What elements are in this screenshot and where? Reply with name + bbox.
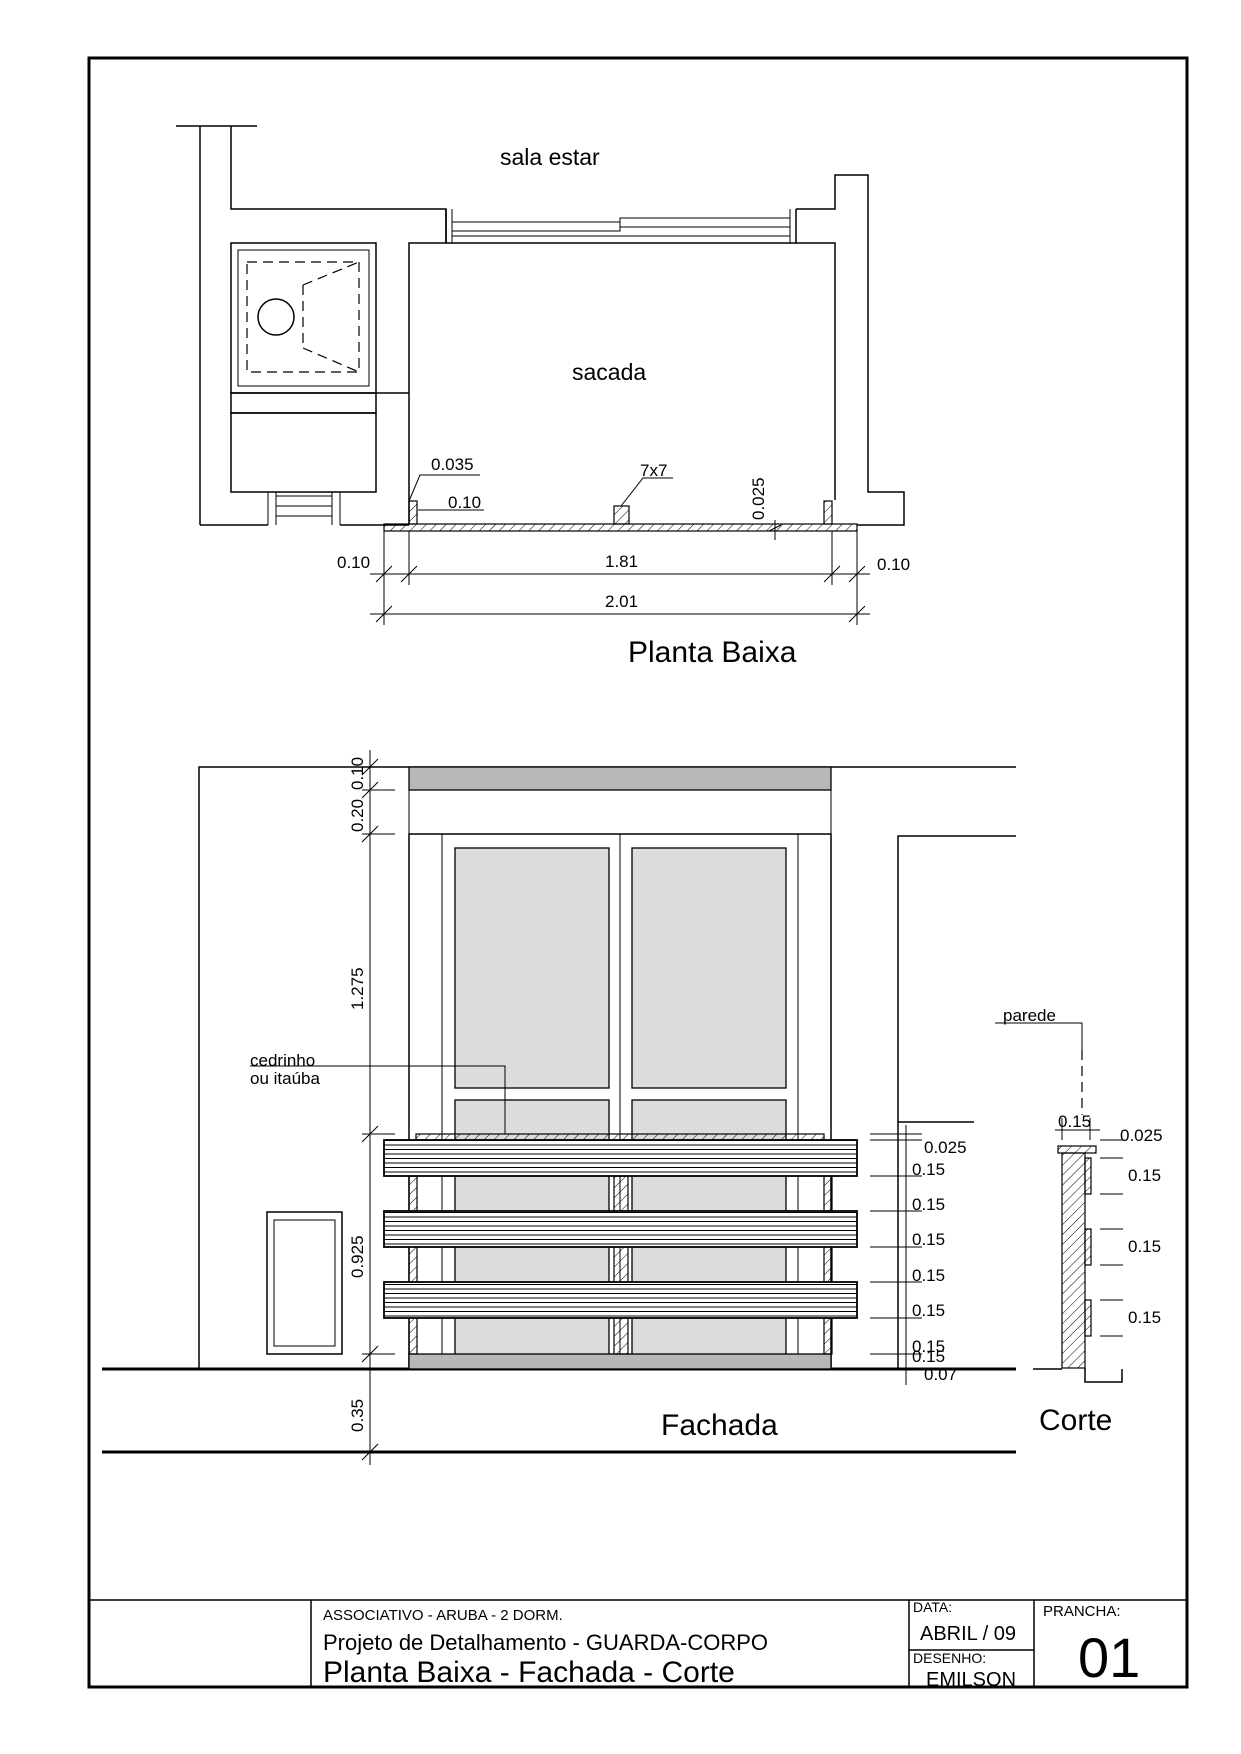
- room-label-sala-estar: sala estar: [500, 144, 600, 170]
- data-label: DATA:: [913, 1599, 952, 1615]
- dim-010-inner-label: 0.10: [448, 493, 481, 512]
- right-dim-9: 0.07: [924, 1365, 957, 1384]
- corte-dim-1: 0.15: [1128, 1166, 1161, 1185]
- railing-plank-1: [383, 1139, 858, 1177]
- wall-label: parede: [1003, 1006, 1056, 1025]
- drain-circle: [257, 298, 295, 336]
- prancha-number: 01: [1078, 1626, 1140, 1689]
- corte-view: parede 0.15 0.025 0.15 0.15 0.15 Corte: [995, 1006, 1163, 1437]
- post-left-plan: [408, 500, 418, 525]
- dim-201-label: 2.01: [605, 592, 638, 611]
- data-value: ABRIL / 09: [920, 1623, 1016, 1645]
- window-opening: [445, 209, 796, 244]
- project-line: ASSOCIATIVO - ARUBA - 2 DORM.: [323, 1607, 563, 1624]
- railing-post-left: [408, 1175, 418, 1355]
- prancha-label: PRANCHA:: [1043, 1603, 1121, 1620]
- corte-dim-015-top: 0.15: [1058, 1112, 1091, 1131]
- dim-035-fachada: 0.35: [348, 1399, 367, 1432]
- right-dim-6: 0.15: [912, 1301, 945, 1320]
- fachada-view: cedrinho ou itaúba 0.10 0.20 1.275 0.925…: [102, 750, 1016, 1465]
- desenho-value: EMILSON: [926, 1669, 1016, 1691]
- desenho-label: DESENHO:: [913, 1650, 986, 1666]
- right-dim-2: 0.15: [912, 1160, 945, 1179]
- dim-0025-label: 0.025: [749, 477, 768, 520]
- sill: [408, 1353, 832, 1370]
- right-dim-4: 0.15: [912, 1230, 945, 1249]
- laundry-tank: [230, 242, 377, 394]
- dim-010-right-label: 0.10: [877, 555, 910, 574]
- fachada-right-dimensions: [870, 1125, 922, 1385]
- ventilation-grille: [266, 1211, 343, 1355]
- dim-020-fachada: 0.20: [348, 799, 367, 832]
- railing-plank-2: [383, 1210, 858, 1248]
- fachada-left-dimensions: [361, 750, 395, 1465]
- sheet-title: Planta Baixa - Fachada - Corte: [323, 1656, 735, 1689]
- railing-base-plan: [383, 523, 858, 532]
- dim-010-left-label: 0.10: [337, 553, 370, 572]
- railing-post-center: [613, 1175, 629, 1355]
- right-dim-5: 0.15: [912, 1266, 945, 1285]
- right-dim-3: 0.15: [912, 1195, 945, 1214]
- glass-panel-upper-right: [631, 847, 787, 1089]
- lintel: [408, 766, 832, 791]
- plan-dimensions: [370, 531, 870, 625]
- post-center-plan: [613, 505, 630, 525]
- fachada-title: Fachada: [661, 1409, 778, 1442]
- corte-right-dimensions: [1100, 1139, 1123, 1337]
- post-right-plan: [823, 500, 833, 525]
- project-subject: Projeto de Detalhamento - GUARDA-CORPO: [323, 1630, 768, 1655]
- dim-010-fachada: 0.10: [348, 757, 367, 790]
- corte-title: Corte: [1039, 1404, 1112, 1437]
- dim-0035-label: 0.035: [431, 455, 474, 474]
- room-label-sacada: sacada: [572, 359, 646, 385]
- corte-dim-0025: 0.025: [1120, 1126, 1163, 1145]
- glass-panel-upper-left: [454, 847, 610, 1089]
- right-dim-1: 0.025: [924, 1138, 967, 1157]
- right-dim-8: 0.15: [912, 1347, 945, 1366]
- railing-plank-3: [383, 1281, 858, 1319]
- railing-post-right: [823, 1175, 833, 1355]
- cabinet: [230, 392, 409, 493]
- wood-label-line2: ou itaúba: [250, 1069, 320, 1088]
- corte-dim-3: 0.15: [1128, 1308, 1161, 1327]
- sheet-border: [87, 56, 1189, 1689]
- right-dim-7: 0.15: [912, 1337, 945, 1356]
- corte-post: [1061, 1152, 1086, 1369]
- dim-1275-fachada: 1.275: [348, 967, 367, 1010]
- planta-baixa-title: Planta Baixa: [628, 636, 797, 669]
- handrail-cap: [415, 1133, 825, 1141]
- dim-7x7-label: 7x7: [640, 461, 667, 480]
- corte-cap: [1057, 1145, 1097, 1154]
- steps: [267, 492, 341, 525]
- dim-181-label: 1.81: [605, 552, 638, 571]
- title-block: ASSOCIATIVO - ARUBA - 2 DORM. Projeto de…: [89, 1599, 1187, 1691]
- planta-baixa-view: 0.035 0.10 7x7 0.025 0.10 1.81 0.10 2.: [176, 125, 910, 669]
- corte-dim-2: 0.15: [1128, 1237, 1161, 1256]
- dim-0925-fachada: 0.925: [348, 1235, 367, 1278]
- wood-label-line1: cedrinho: [250, 1051, 315, 1070]
